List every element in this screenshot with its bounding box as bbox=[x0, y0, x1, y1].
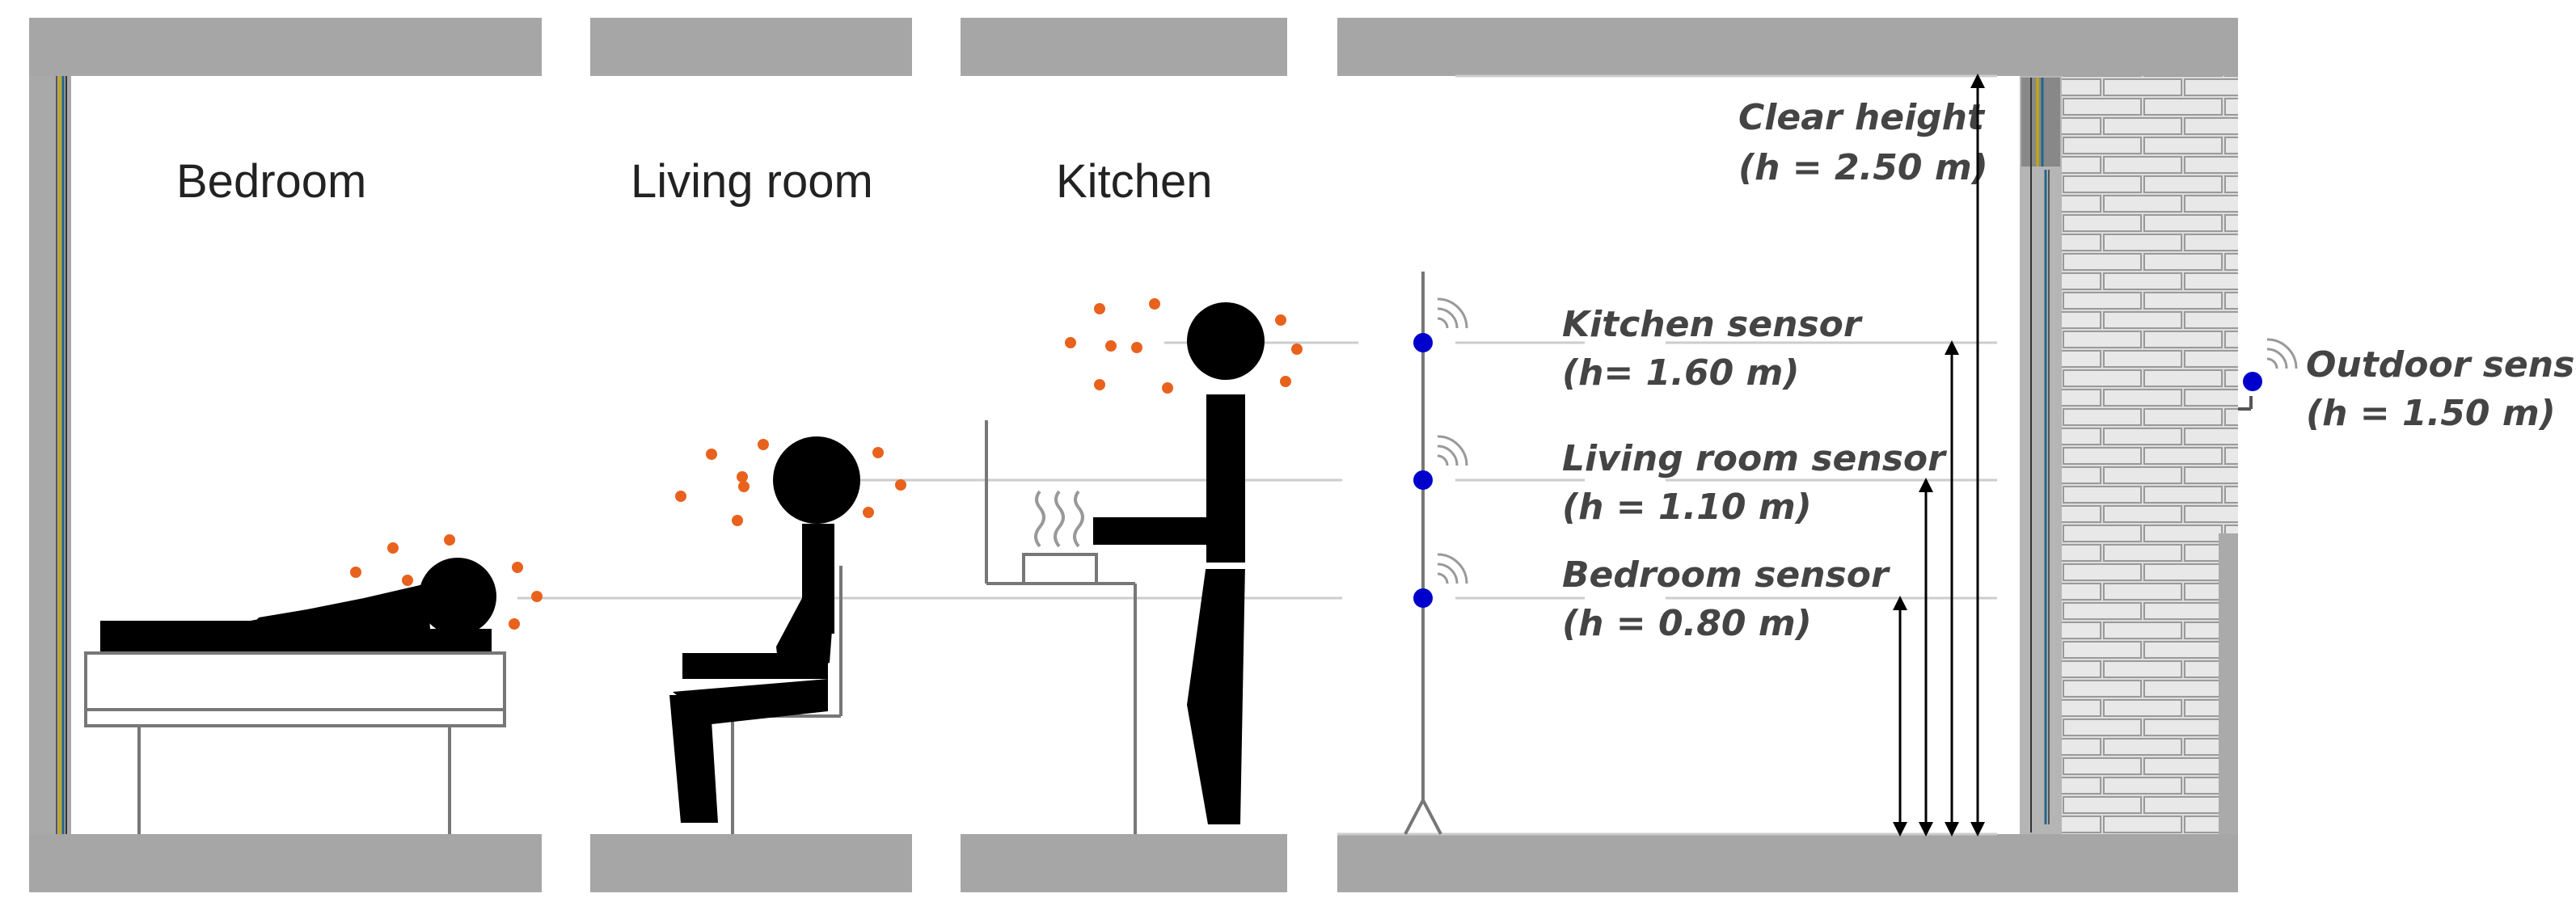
room-title-bedroom: Bedroom bbox=[176, 155, 366, 208]
sensor-dot bbox=[2243, 372, 2262, 391]
wifi-signal-icon bbox=[2266, 338, 2298, 369]
heat-dots-bedroom bbox=[350, 534, 543, 630]
sensor-bedroom bbox=[1413, 553, 1468, 608]
ceiling-slab-profile bbox=[1337, 18, 2238, 76]
clear-height-value: (h = 2.50 m) bbox=[1738, 147, 1988, 188]
kitchen-counter bbox=[985, 420, 1137, 834]
sensor-pole bbox=[1404, 272, 1442, 835]
sensor-height-outdoor: (h = 1.50 m) bbox=[2306, 393, 2556, 434]
left-wall bbox=[29, 76, 71, 834]
sensor-height-kitchen: (h= 1.60 m) bbox=[1562, 352, 1799, 394]
pot bbox=[1022, 553, 1098, 585]
floor-slab-profile bbox=[1337, 834, 2238, 892]
sensor-dot bbox=[1413, 470, 1433, 490]
floor-slabs bbox=[29, 834, 2238, 892]
sensor-height-living: (h = 1.10 m) bbox=[1562, 487, 1812, 528]
ceiling-slabs bbox=[29, 18, 2238, 76]
bed bbox=[84, 651, 506, 834]
ceiling-slab-kitchen bbox=[961, 18, 1287, 76]
clear-height-title: Clear height bbox=[1738, 97, 1986, 138]
heat-dots-living bbox=[675, 439, 906, 526]
sensor-kitchen bbox=[1413, 297, 1468, 352]
ceiling-slab-bedroom bbox=[29, 18, 542, 76]
floor-slab-living bbox=[590, 834, 912, 892]
figure-sitting bbox=[669, 436, 860, 823]
sensor-label-kitchen: Kitchen sensor bbox=[1562, 304, 1863, 345]
ceiling-slab-living bbox=[590, 18, 912, 76]
sensor-height-bedroom: (h = 0.80 m) bbox=[1562, 603, 1812, 644]
sensor-living bbox=[1413, 435, 1468, 490]
room-title-living: Living room bbox=[631, 155, 873, 208]
floor-slab-bedroom bbox=[29, 834, 542, 892]
heat-dots-kitchen bbox=[1065, 298, 1303, 394]
wifi-signal-icon bbox=[1437, 553, 1468, 584]
sensor-label-bedroom: Bedroom sensor bbox=[1562, 554, 1890, 596]
wifi-signal-icon bbox=[1437, 297, 1468, 329]
sensor-label-living: Living room sensor bbox=[1562, 438, 1947, 479]
sensor-label-outdoor: Outdoor sensor bbox=[2306, 344, 2576, 386]
figure-standing bbox=[1093, 302, 1265, 824]
sensor-outdoor bbox=[2238, 338, 2298, 411]
dimension-arrows bbox=[1893, 74, 1985, 837]
figure-lying bbox=[100, 558, 496, 651]
exterior-wall bbox=[2020, 76, 2238, 834]
wifi-signal-icon bbox=[1437, 435, 1468, 466]
sensor-dot bbox=[1413, 588, 1433, 608]
room-title-kitchen: Kitchen bbox=[1056, 155, 1212, 208]
steam-icon bbox=[1034, 490, 1084, 548]
sensor-level-lines bbox=[517, 74, 1997, 836]
floor-slab-kitchen bbox=[961, 834, 1287, 892]
sensor-dot bbox=[1413, 333, 1433, 352]
